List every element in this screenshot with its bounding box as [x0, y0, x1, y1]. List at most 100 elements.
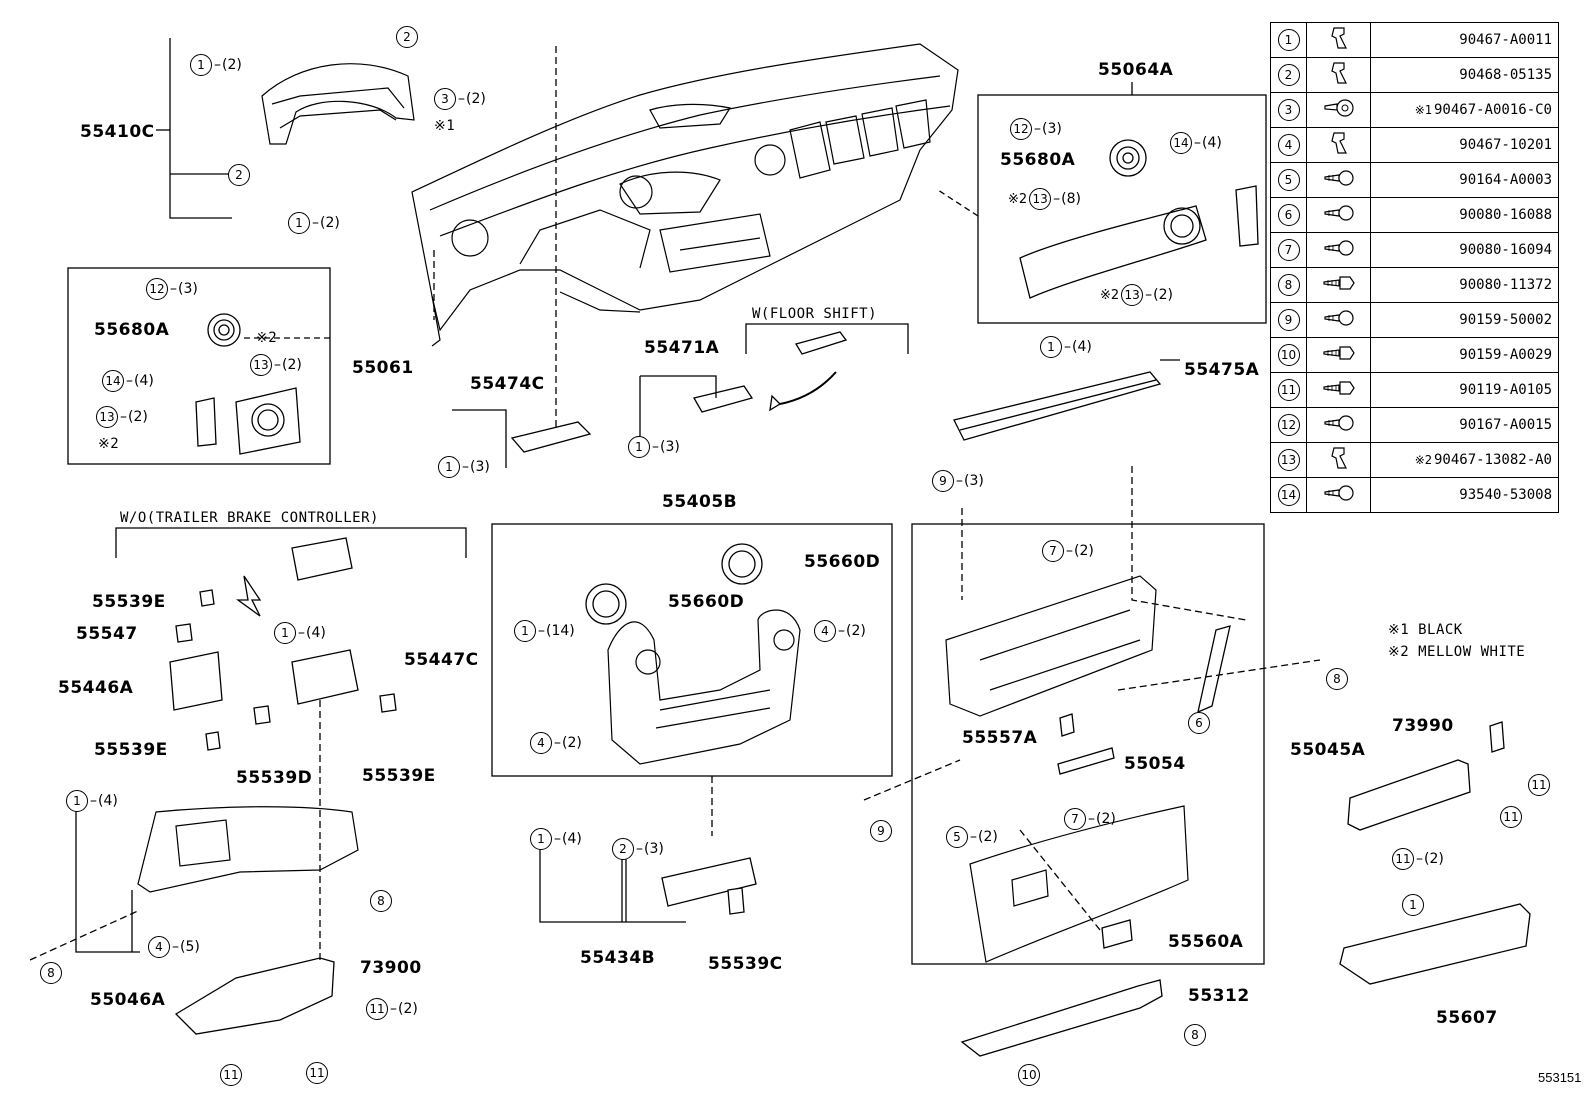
callout: 9 — [870, 820, 892, 842]
callout: 5(2) — [946, 826, 998, 848]
callout: 11 — [1500, 806, 1522, 828]
panel-right — [1019, 205, 1207, 299]
callout: ※213(2) — [1100, 284, 1173, 306]
part-number: 90467-13082-A0 — [1433, 452, 1552, 468]
part-number-label: 55447C — [404, 650, 479, 670]
part-number: 93540-53008 — [1459, 487, 1552, 503]
clip-icon — [1306, 442, 1371, 478]
ref-number: 3 — [1277, 99, 1300, 121]
legend-ref: 13 — [1270, 442, 1307, 478]
instrument-panel — [411, 43, 959, 347]
callout: 10 — [1018, 1064, 1040, 1086]
box-55061 — [67, 267, 331, 465]
part-number-label: 55539E — [92, 592, 166, 612]
callout: 7(2) — [1042, 540, 1094, 562]
legend-part-number: 90080-16094 — [1370, 232, 1559, 268]
callout: 9(3) — [932, 470, 984, 492]
bracket-floor-shift — [745, 323, 909, 354]
screw-icon — [1306, 302, 1371, 338]
callout: 1(4) — [530, 828, 582, 850]
legend-part-number: 93540-53008 — [1370, 477, 1559, 513]
callout: 11 — [220, 1064, 242, 1086]
callout: 1(4) — [1040, 336, 1092, 358]
legend-ref: 11 — [1270, 372, 1307, 408]
note-mark: ※1 — [434, 118, 456, 134]
ref-number: 6 — [1277, 204, 1300, 226]
part-number-label: 55680A — [94, 320, 170, 340]
ref-number: 9 — [1277, 309, 1300, 331]
bezel-left — [235, 387, 301, 455]
callout: 11(2) — [1392, 848, 1444, 870]
callout: 1(14) — [514, 620, 575, 642]
callout: 8 — [1184, 1024, 1206, 1046]
callout: 11 — [306, 1062, 328, 1084]
legend-ref: 3 — [1270, 92, 1307, 128]
register-right — [1109, 139, 1147, 177]
part-number-label: 55539E — [94, 740, 168, 760]
bolt-icon — [1306, 372, 1371, 408]
part-number-label: 73990 — [1392, 716, 1454, 736]
note-mark: ※2 — [98, 436, 120, 452]
screw-grommet-icon — [1306, 92, 1371, 128]
part-number-label: 55660D — [668, 592, 745, 612]
part-number-label: 55434B — [580, 948, 656, 968]
screw-icon — [1306, 407, 1371, 443]
color-note-mark: ※2 — [1414, 453, 1432, 467]
register-center-2 — [721, 543, 763, 585]
legend-part-number: 90159-A0029 — [1370, 337, 1559, 373]
box-55064A — [977, 94, 1267, 324]
part-number: 90080-16088 — [1459, 207, 1552, 223]
part-number-label: 55475A — [1184, 360, 1260, 380]
glove-box-frame — [945, 575, 1157, 717]
callout: 13(2) — [96, 406, 148, 428]
callout: 12(3) — [1010, 118, 1062, 140]
legend-ref: 7 — [1270, 232, 1307, 268]
floor-shift-condition: W(FLOOR SHIFT) — [752, 306, 878, 322]
box-55405B — [491, 523, 893, 777]
callout: 8 — [1326, 668, 1348, 690]
clip-icon — [1306, 22, 1371, 58]
legend-part-number: 90080-16088 — [1370, 197, 1559, 233]
legend-ref: 2 — [1270, 57, 1307, 93]
note-black: ※1 BLACK — [1388, 622, 1463, 638]
ref-number: 13 — [1277, 449, 1300, 471]
callout: 1(4) — [274, 622, 326, 644]
part-number-label: 55064A — [1098, 60, 1174, 80]
callout: 4(5) — [148, 936, 200, 958]
bolt-icon — [1306, 337, 1371, 373]
part-number: 90167-A0015 — [1459, 417, 1552, 433]
legend-ref: 4 — [1270, 127, 1307, 163]
legend-ref: 1 — [1270, 22, 1307, 58]
callout: 6 — [1188, 712, 1210, 734]
part-number-label: 55471A — [644, 338, 720, 358]
screw-icon — [1306, 197, 1371, 233]
meter-hood — [261, 63, 415, 145]
note-mark: ※2 — [256, 330, 278, 346]
glove-box-door — [969, 805, 1189, 963]
callout: 11 — [1528, 774, 1550, 796]
callout: 4(2) — [530, 732, 582, 754]
part-number-label: 55410C — [80, 122, 155, 142]
callout: 2(3) — [612, 838, 664, 860]
part-number-label: 55061 — [352, 358, 414, 378]
legend-ref: 5 — [1270, 162, 1307, 198]
ref-number: 4 — [1277, 134, 1300, 156]
callout: 2 — [228, 164, 250, 186]
ref-number: 2 — [1277, 64, 1300, 86]
color-note-mark: ※1 — [1414, 103, 1432, 117]
legend-part-number: 90080-11372 — [1370, 267, 1559, 303]
note-mellow-white: ※2 MELLOW WHITE — [1388, 644, 1526, 660]
part-number-label: 55054 — [1124, 754, 1186, 774]
part-number-label: 55312 — [1188, 986, 1250, 1006]
